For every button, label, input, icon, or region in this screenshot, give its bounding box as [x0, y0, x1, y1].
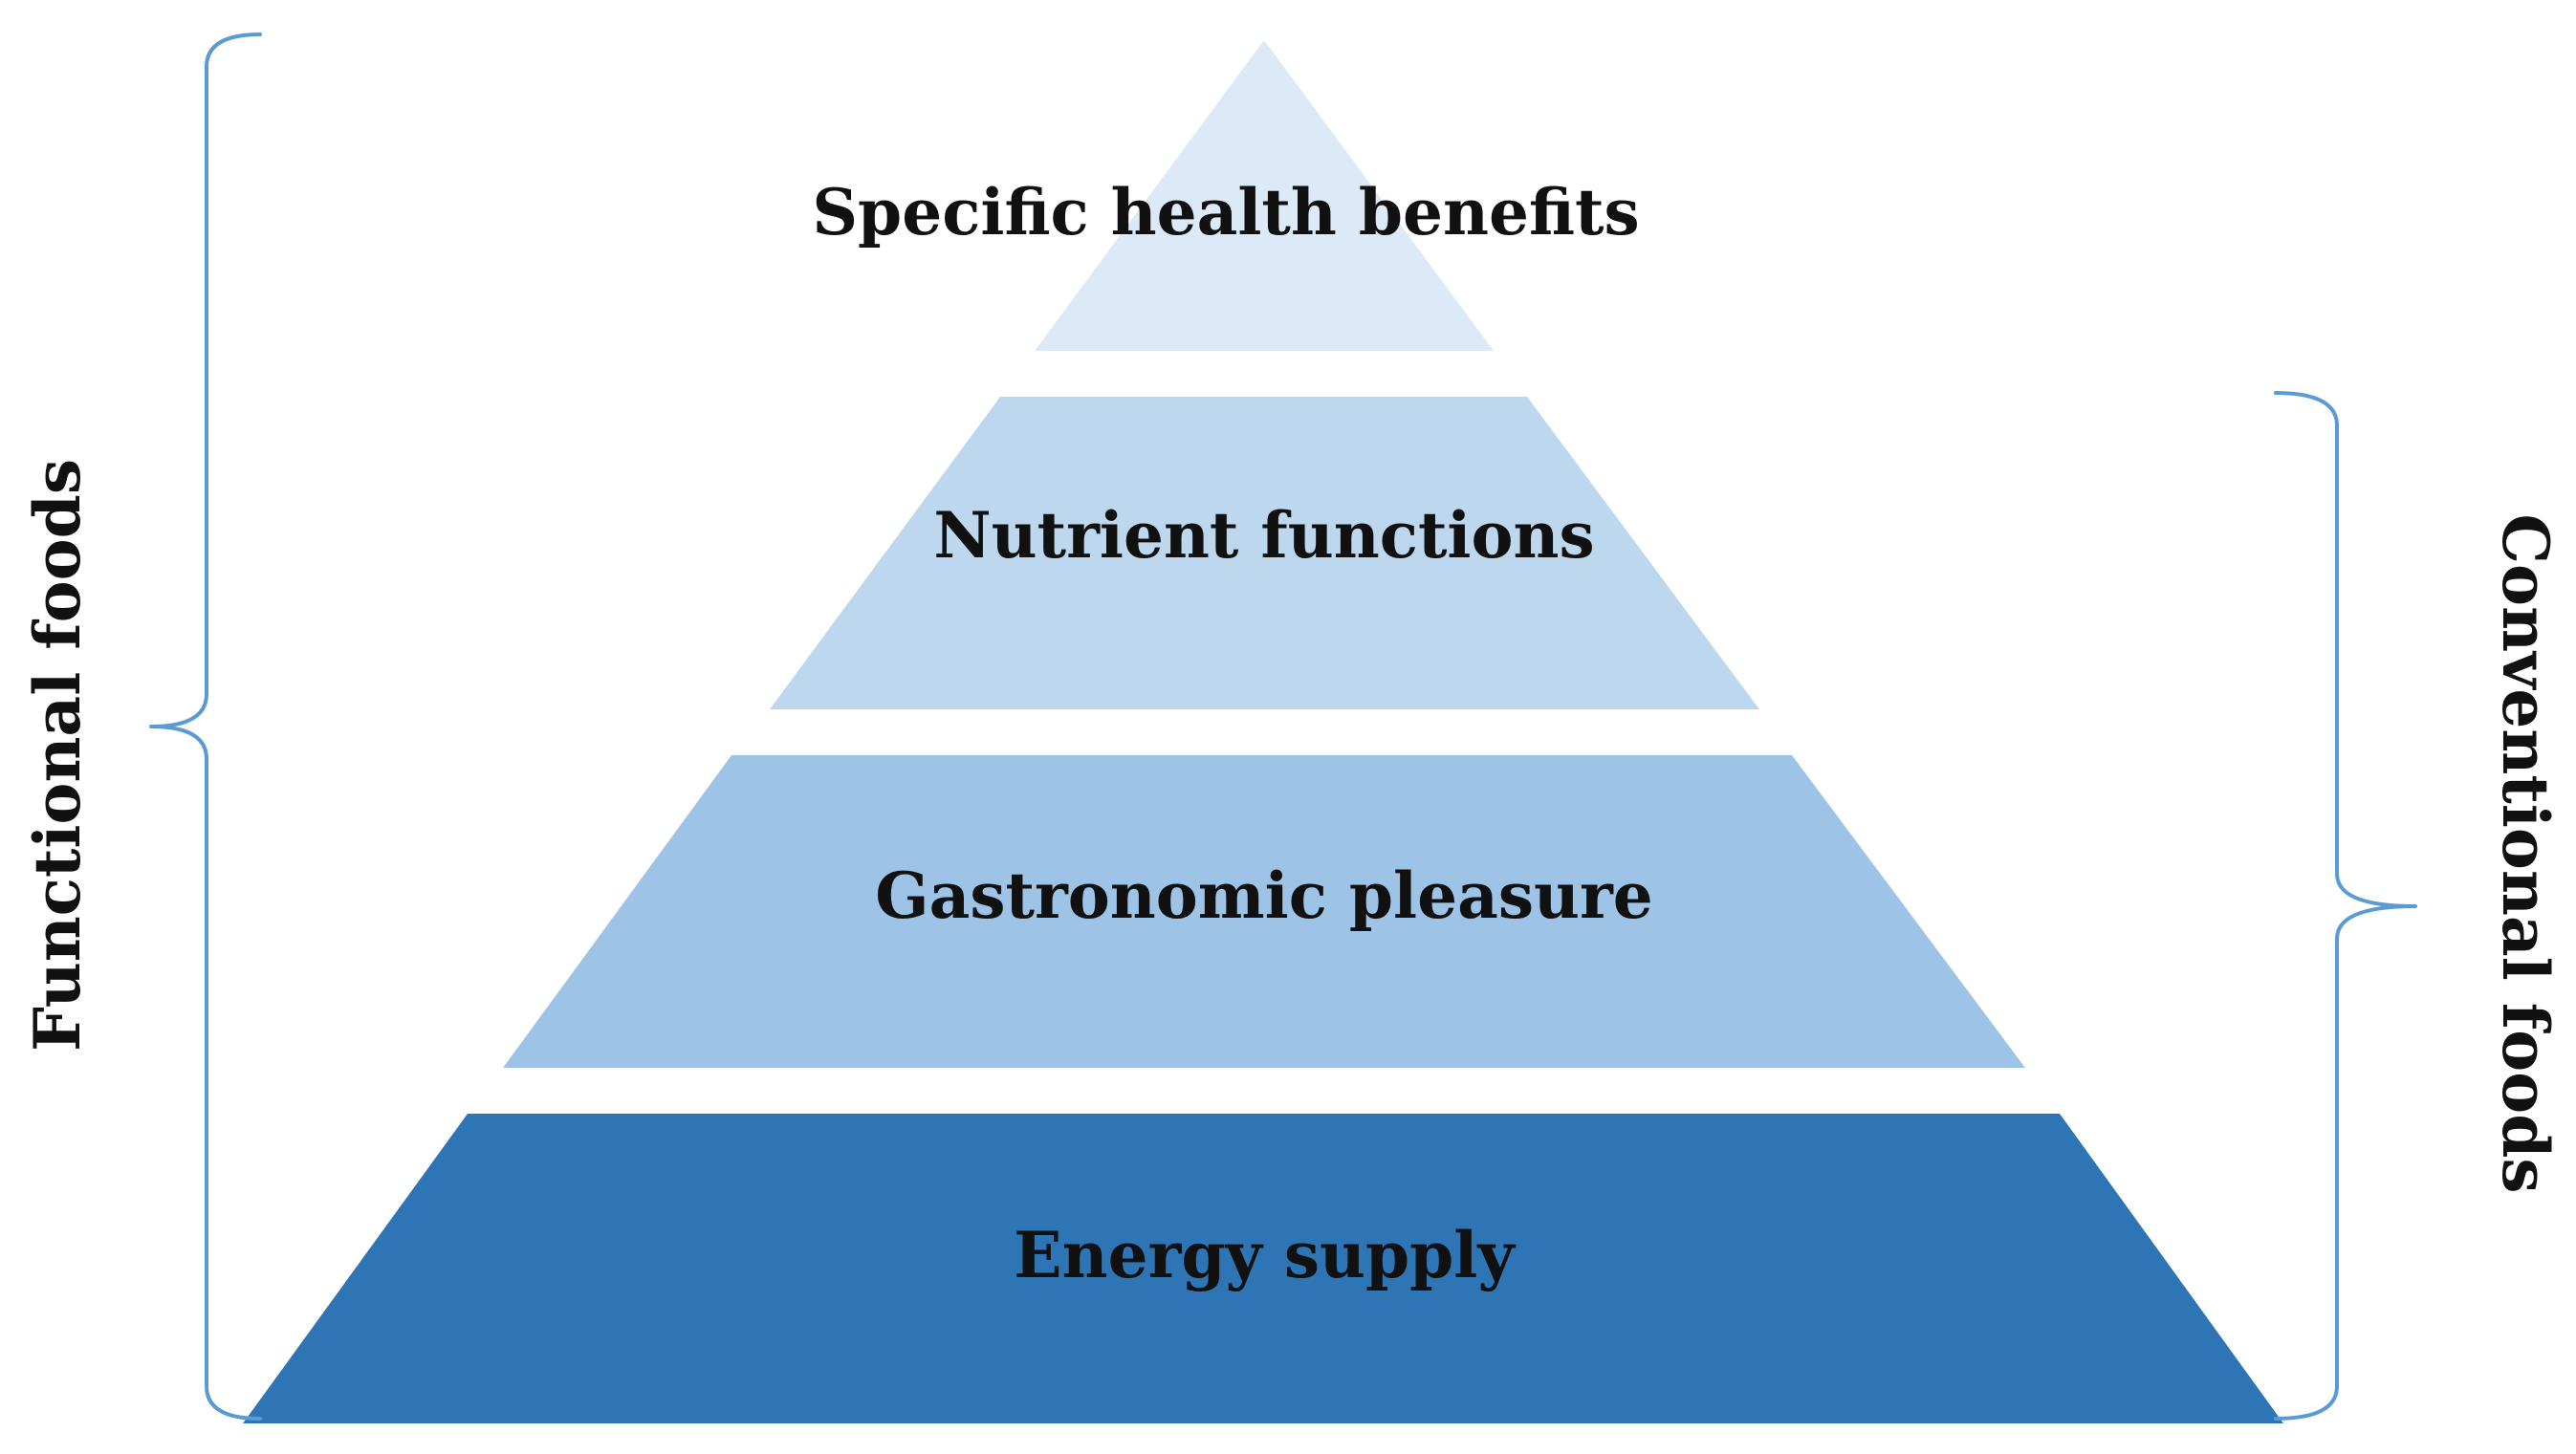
tier-label-nutrient-functions: Nutrient functions — [933, 498, 1594, 573]
conventional-foods-brace — [2274, 391, 2417, 1421]
tier-label-gastronomic-pleasure: Gastronomic pleasure — [875, 858, 1653, 933]
tier-second-shape — [770, 397, 1759, 709]
functional-foods-brace — [149, 33, 262, 1421]
tier-third-shape — [503, 755, 2025, 1068]
pyramid — [243, 40, 2283, 1423]
tier-top-shape — [1035, 40, 1494, 351]
conventional-foods-label: Conventional foods — [2488, 514, 2563, 1194]
tier-bottom-shape — [243, 1114, 2283, 1423]
functional-foods-label: Functional foods — [20, 459, 95, 1052]
tier-label-specific-health-benefits: Specific health benefits — [812, 175, 1639, 250]
tier-label-energy-supply: Energy supply — [1014, 1218, 1516, 1292]
